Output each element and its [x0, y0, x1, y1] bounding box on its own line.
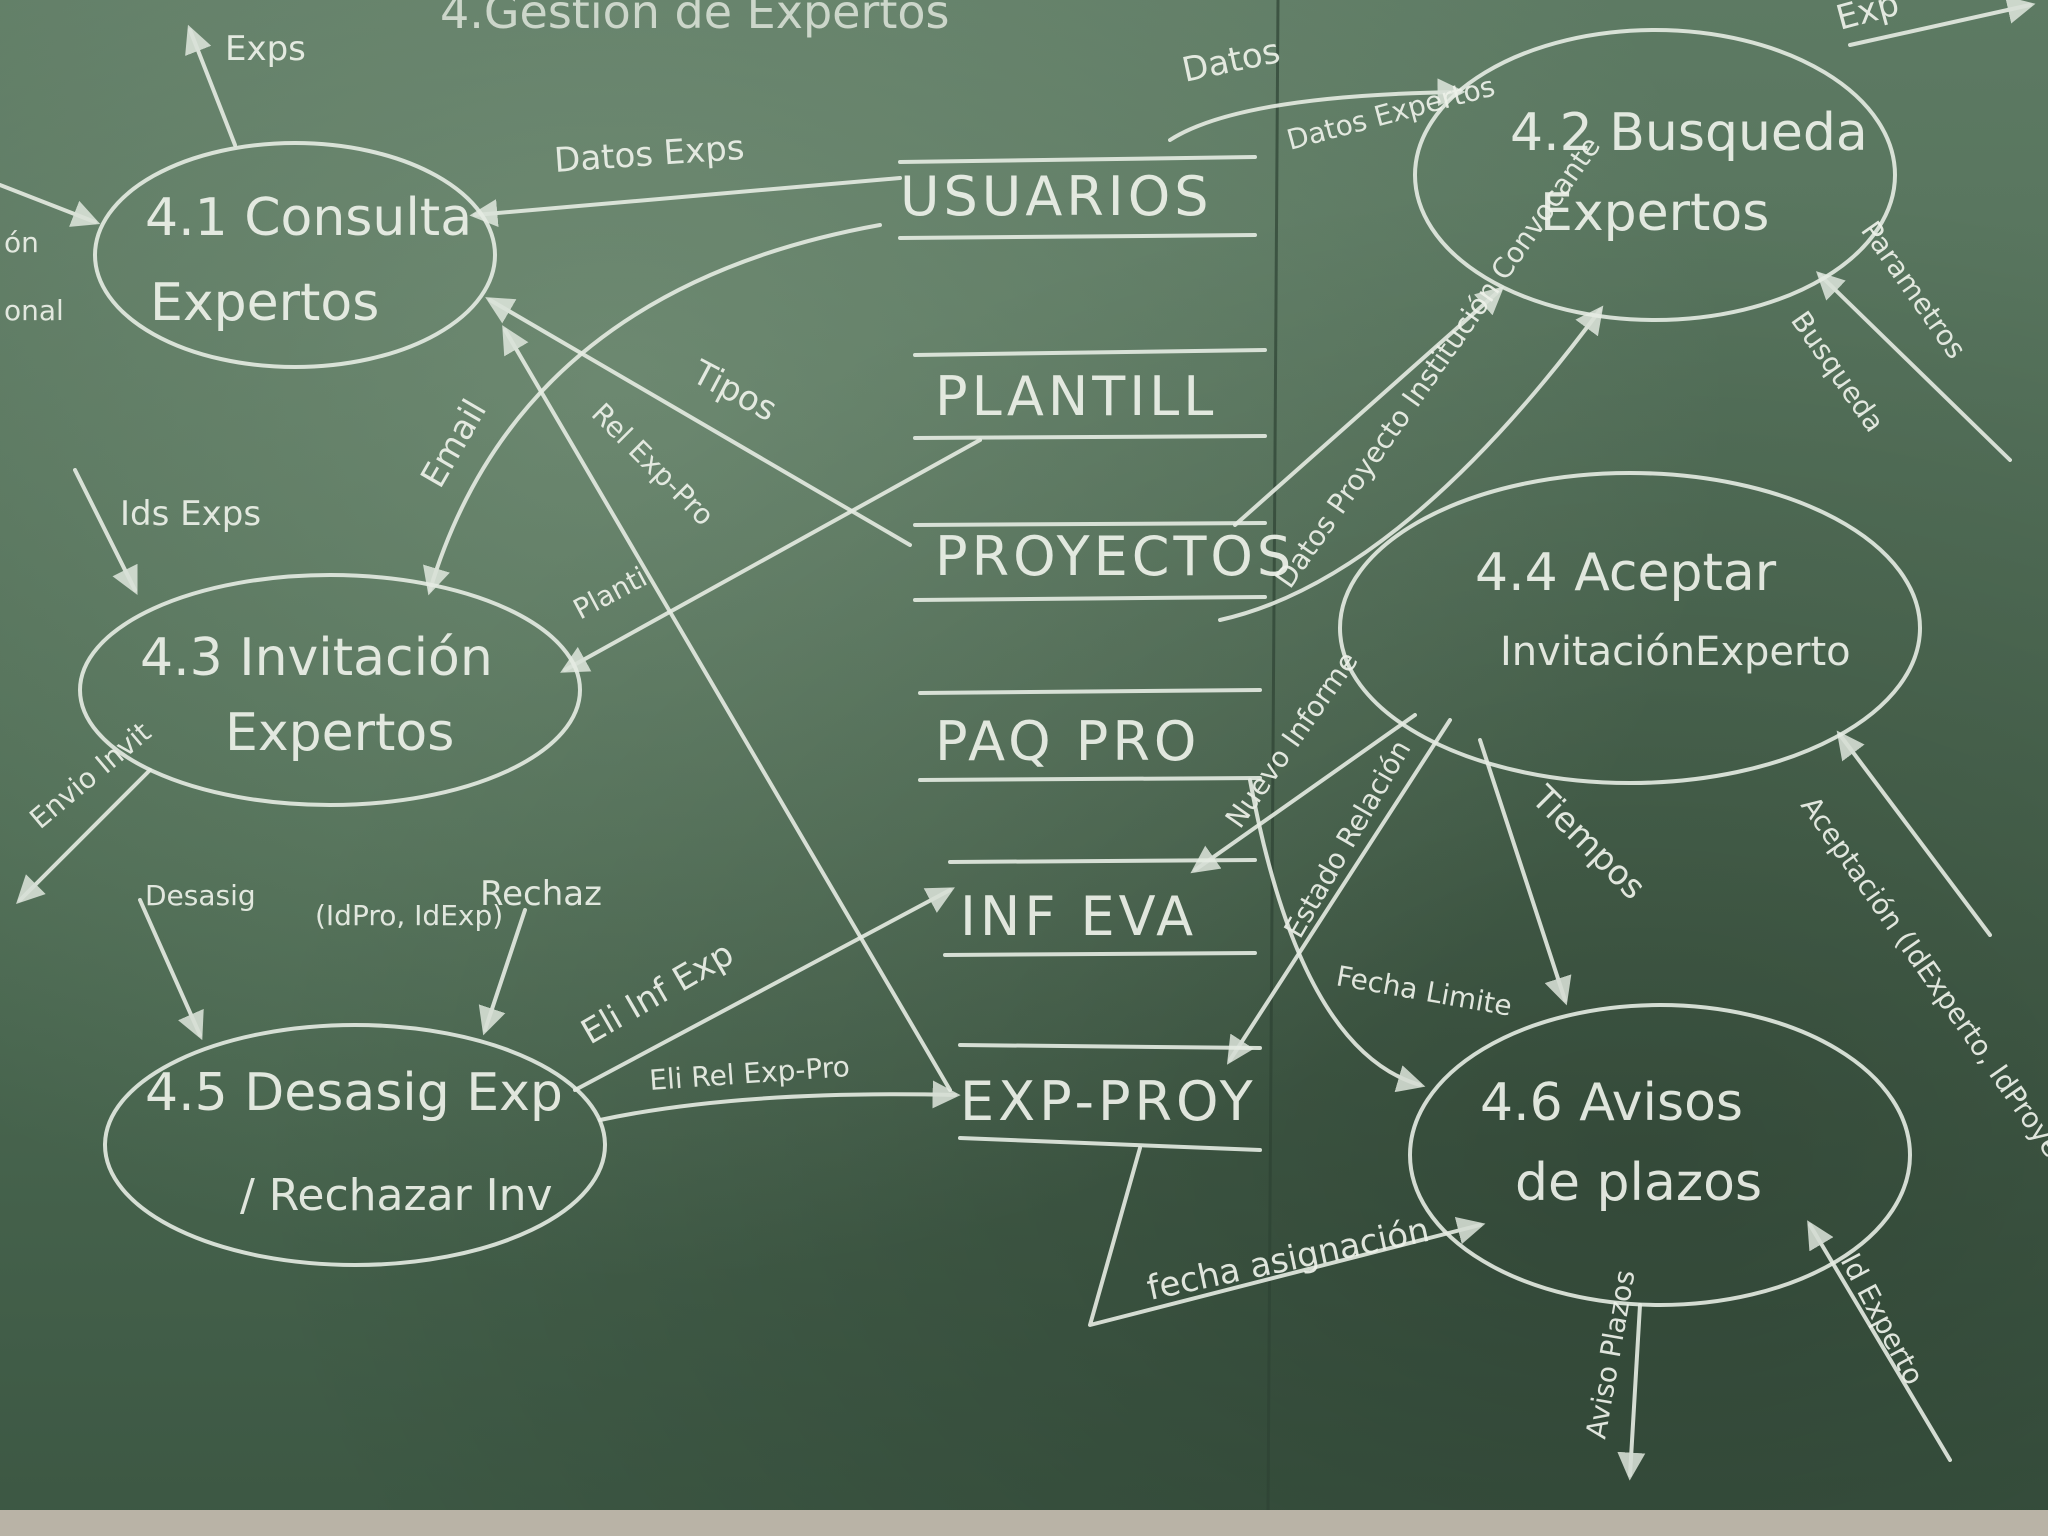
flow-exps-arrow	[185, 24, 237, 147]
chalk-tray	[0, 1510, 2048, 1536]
process-4-1-name: Expertos	[150, 273, 379, 333]
flow-tipos-label: Tipos	[685, 352, 783, 430]
flow-parametros-arrow	[1815, 271, 2012, 462]
flow-estado-relacion-arrow	[1226, 718, 1452, 1065]
flow-eli-inf-exp-label: Eli Inf Exp	[575, 934, 741, 1053]
flow-aceptacion-arrow	[1836, 730, 1992, 937]
flow-tipos-arrow	[485, 297, 912, 547]
store-inf-eva-label: INF EVA	[960, 885, 1197, 948]
process-4-6: 4.6 Avisos de plazos	[1408, 1003, 1912, 1307]
flow-tiempos-label: Tiempos	[1523, 777, 1653, 907]
flow-left-edge-top: ón	[4, 226, 39, 259]
process-4-5: 4.5 Desasig Exp / Rechazar Inv	[103, 1023, 607, 1267]
flow-rel-exp-pro-label: Rel Exp-Pro	[585, 397, 721, 533]
flow-email-label: Email	[413, 393, 495, 495]
store-paq-pro-label: PAQ PRO	[935, 710, 1200, 773]
store-inf-eva: INF EVA	[943, 858, 1257, 957]
process-4-6-name: de plazos	[1515, 1153, 1762, 1213]
process-4-6-bubble	[1408, 1003, 1912, 1307]
store-exp-proy: EXP-PROY	[958, 1043, 1262, 1152]
process-4-4-name: InvitaciónExperto	[1500, 629, 1851, 675]
process-4-5-number: 4.5 Desasig Exp	[145, 1063, 563, 1123]
flow-fecha-limite-arrow	[1248, 778, 1426, 1093]
flow-fecha-limite-label: Fecha Limite	[1334, 959, 1515, 1022]
store-proyectos: PROYECTOS	[913, 521, 1295, 602]
flow-ids-exps-arrow	[73, 468, 138, 596]
flow-rechaz-arrow	[478, 908, 527, 1036]
flow-exp-corner-arrow	[1848, 0, 2036, 47]
flow-datos-proyecto-arrow-1	[1233, 286, 1505, 527]
flow-left-edge-bottom: onal	[4, 294, 64, 327]
process-4-4: 4.4 Aceptar InvitaciónExperto	[1338, 471, 1922, 785]
store-plantill-label: PLANTILL	[935, 365, 1217, 428]
flow-aceptacion-label: Aceptación (IdExperto, IdProyecto)	[1794, 790, 2048, 1207]
store-usuarios: USUARIOS	[898, 155, 1257, 240]
flow-planti-arrow	[560, 438, 982, 673]
process-4-3-bubble	[78, 573, 582, 807]
process-4-2-number: 4.2 Busqueda	[1510, 103, 1868, 163]
store-usuarios-label: USUARIOS	[900, 165, 1213, 228]
flow-id-pro-id-exp-label: (IdPro, IdExp)	[315, 899, 503, 932]
flow-datos-proyecto-label: Datos Proyecto Institución Convocante	[1269, 131, 1607, 594]
flow-eli-inf-exp-arrow	[573, 887, 955, 1092]
process-4-5-bubble	[103, 1023, 607, 1267]
process-4-2-name: Expertos	[1540, 183, 1769, 243]
flow-datos-exps-arrow	[469, 176, 902, 228]
flow-left-input-arrow	[0, 183, 101, 227]
flow-eli-rel-exp-pro-arrow	[598, 1080, 961, 1122]
flow-rechaz-label: Rechaz	[480, 874, 602, 914]
process-4-3-number: 4.3 Invitación	[140, 628, 493, 688]
flow-datos-exps-label: Datos Exps	[553, 128, 746, 181]
process-4-1: 4.1 Consulta Expertos	[93, 141, 497, 369]
flow-nuevo-informe-arrow	[1190, 713, 1417, 874]
process-4-3: 4.3 Invitación Expertos	[78, 573, 582, 807]
flow-id-experto-arrow	[1807, 1220, 1952, 1462]
diagram-title: 4.Gestión de Expertos	[440, 0, 950, 39]
process-4-1-bubble	[93, 141, 497, 369]
process-4-3-name: Expertos	[225, 703, 454, 763]
store-exp-proy-label: EXP-PROY	[960, 1070, 1257, 1133]
flow-id-experto-label: Id Experto	[1834, 1248, 1931, 1390]
flow-planti-label: Planti	[568, 560, 653, 626]
process-4-2-bubble	[1413, 28, 1897, 322]
flow-datos-top-label: Datos	[1179, 31, 1284, 91]
flow-exp-corner-label: Exp	[1832, 0, 1903, 39]
flow-envio-invit-arrow	[16, 768, 152, 904]
process-4-5-name: / Rechazar Inv	[240, 1170, 553, 1221]
flow-datos-expertos-label: Datos Expertos	[1283, 70, 1498, 157]
flow-aviso-plazos-arrow	[1617, 1303, 1646, 1481]
process-4-6-number: 4.6 Avisos	[1480, 1073, 1743, 1133]
flow-ids-exps-label: Ids Exps	[120, 494, 261, 534]
board-seam	[1266, 0, 1280, 1511]
flow-estado-relacion-label: Estado Relación	[1277, 734, 1417, 943]
process-4-1-number: 4.1 Consulta	[145, 188, 472, 248]
process-4-4-number: 4.4 Aceptar	[1475, 543, 1777, 603]
flow-parametros-label: Parametros	[1854, 215, 1973, 365]
store-proyectos-label: PROYECTOS	[935, 525, 1295, 588]
flow-fecha-asignacion-arrow	[1088, 1146, 1486, 1327]
flow-desasig-arrow	[138, 898, 204, 1041]
store-plantill: PLANTILL	[913, 348, 1267, 440]
flow-fecha-asignacion-label: fecha asignación	[1144, 1210, 1433, 1309]
process-4-4-bubble	[1338, 471, 1922, 785]
flow-envio-invit-label: Envio Invit	[23, 715, 157, 835]
flow-rel-exp-pro-arrow	[502, 325, 952, 1092]
process-4-2: 4.2 Busqueda Expertos	[1413, 28, 1897, 322]
flow-exps-label: Exps	[225, 29, 306, 69]
flow-datos-proyecto-arrow-2	[1218, 305, 1604, 622]
store-paq-pro: PAQ PRO	[918, 688, 1262, 782]
flow-desasig-label: Desasig	[145, 879, 256, 912]
flow-eli-rel-exp-pro-label: Eli Rel Exp-Pro	[648, 1050, 851, 1097]
flow-busqueda-label: Busqueda	[1784, 305, 1891, 438]
flow-tiempos-arrow	[1478, 738, 1572, 1006]
flow-email-arrow	[423, 223, 882, 596]
flow-nuevo-informe-label: Nuevo Informe	[1219, 645, 1365, 834]
flow-datos-top-arrow	[1168, 78, 1466, 142]
